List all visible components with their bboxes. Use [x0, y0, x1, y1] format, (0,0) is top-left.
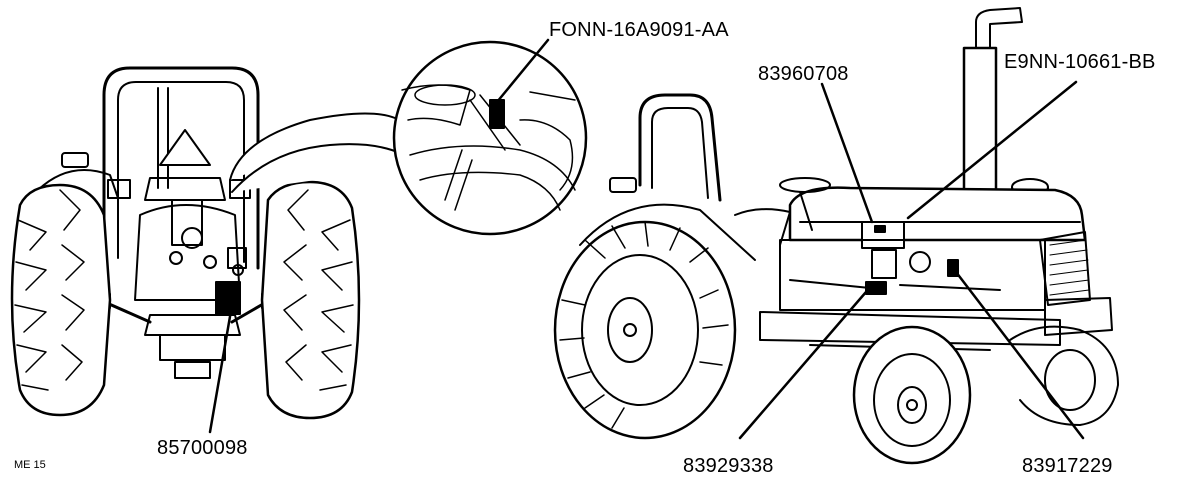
figure-code: ME 15 [14, 459, 46, 471]
rear-view-tractor [10, 66, 361, 434]
label-cab-decal: FONN-16A9091-AA [549, 19, 729, 41]
label-hood-decal-left: 83960708 [758, 63, 849, 85]
label-rear-decal: 85700098 [157, 437, 248, 459]
side-view-tractor [553, 7, 1119, 465]
label-side-decal-right: 83917229 [1022, 455, 1113, 477]
zoom-bubble [229, 38, 588, 236]
label-side-decal-lower: 83929338 [683, 455, 774, 477]
label-hood-decal-right: E9NN-10661-BB [1004, 51, 1156, 73]
